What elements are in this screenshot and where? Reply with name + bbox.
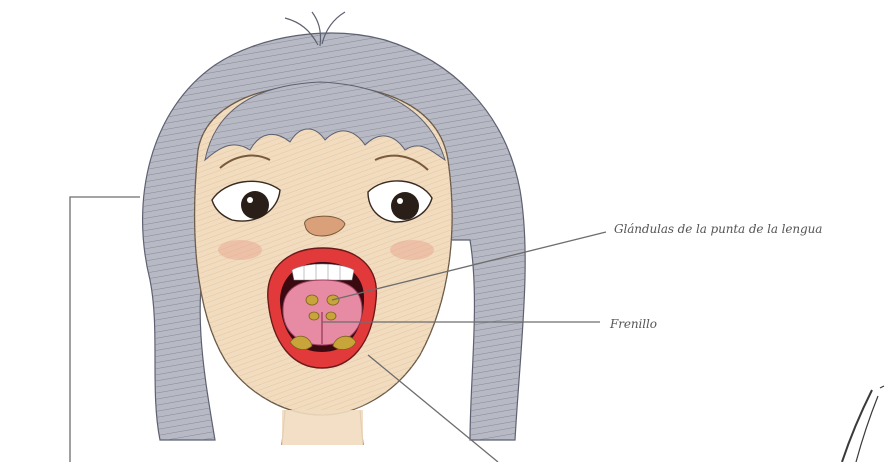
left-cheek xyxy=(218,240,262,260)
label-frenum: Frenillo xyxy=(610,317,657,331)
label-tongue-tip-glands: Glándulas de la punta de la lengua xyxy=(614,222,822,236)
leader-line-left-bracket xyxy=(70,197,140,462)
gland-left xyxy=(306,295,318,305)
gland-right-lower xyxy=(326,312,336,320)
gland-left-lower xyxy=(309,312,319,320)
right-cheek xyxy=(390,240,434,260)
partial-figure xyxy=(842,386,884,462)
